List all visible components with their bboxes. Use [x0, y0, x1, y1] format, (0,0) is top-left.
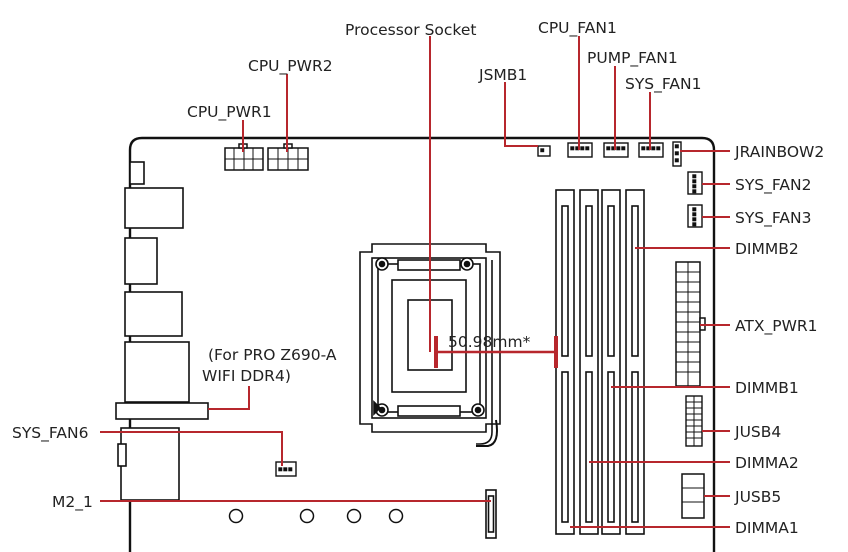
note-line1: (For PRO Z690-A	[208, 346, 337, 364]
label-sys-fan1: SYS_FAN1	[625, 75, 701, 94]
jrainbow2-header	[672, 141, 682, 167]
label-cpu-pwr2: CPU_PWR2	[248, 57, 333, 76]
label-processor-socket: Processor Socket	[345, 21, 476, 39]
sys-fan3-header	[687, 204, 703, 228]
leader-note	[208, 386, 250, 410]
label-sys-fan3: SYS_FAN3	[735, 209, 811, 228]
label-dimmb2: DIMMB2	[735, 240, 799, 258]
label-dimmb1: DIMMB1	[735, 379, 799, 397]
labels: Processor Socket CPU_FAN1 PUMP_FAN1 SYS_…	[12, 19, 824, 537]
label-m2-1: M2_1	[52, 493, 93, 512]
dimm-slot-b2	[625, 189, 645, 535]
measurement-label: 50.98mm*	[448, 333, 531, 351]
m2-1-slot	[485, 489, 497, 539]
leader-sys-fan6	[100, 431, 283, 466]
note-line2: WIFI DDR4)	[202, 367, 291, 385]
label-jrainbow2: JRAINBOW2	[734, 143, 824, 161]
label-cpu-pwr1: CPU_PWR1	[187, 103, 272, 122]
m2-standoffs	[228, 508, 404, 524]
jsmb1-header	[537, 145, 551, 157]
label-jsmb1: JSMB1	[478, 66, 527, 84]
dimm-slots	[555, 189, 645, 535]
label-jusb5: JUSB5	[734, 488, 781, 506]
label-atx-pwr1: ATX_PWR1	[735, 317, 818, 336]
rear-io-panel	[115, 161, 209, 501]
label-dimma1: DIMMA1	[735, 519, 799, 537]
leader-jsmb1	[504, 82, 538, 147]
sys-fan6-header	[275, 461, 297, 477]
label-pump-fan1: PUMP_FAN1	[587, 49, 678, 68]
board-outline	[128, 136, 716, 552]
sys-fan2-header	[687, 171, 703, 195]
label-cpu-fan1: CPU_FAN1	[538, 19, 617, 38]
label-sys-fan6: SYS_FAN6	[12, 424, 88, 443]
label-sys-fan2: SYS_FAN2	[735, 176, 811, 195]
dimm-slot-a2	[579, 189, 599, 535]
label-jusb4: JUSB4	[734, 423, 781, 441]
jusb5-header	[681, 473, 705, 519]
cpu-socket	[359, 243, 501, 447]
jusb4-header	[685, 395, 703, 447]
label-dimma2: DIMMA2	[735, 454, 799, 472]
dimm-slot-b1	[601, 189, 621, 535]
leader-lines	[100, 36, 730, 528]
